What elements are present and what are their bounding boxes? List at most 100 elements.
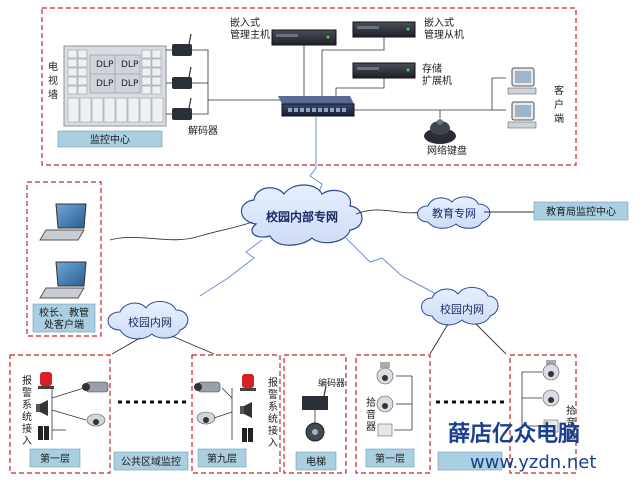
to-left-lan-lightning	[199, 239, 263, 297]
campus-private-label: 校园内部专网	[266, 209, 338, 224]
switch-port	[288, 108, 292, 112]
video-wall-label-char: 电	[48, 60, 58, 73]
client-label-char: 端	[554, 112, 564, 125]
alarm-left-line: 统	[22, 410, 32, 423]
switch-port	[324, 108, 328, 112]
campus-private-cloud	[240, 184, 363, 246]
elevator-label: 电梯	[306, 455, 326, 468]
wall-cell	[77, 85, 88, 95]
pickup-right-label: 拾音器	[566, 404, 576, 441]
wall-cell	[141, 76, 152, 86]
wall-cell	[141, 67, 152, 77]
wall-cell	[67, 76, 78, 86]
alarm-right-line: 入	[268, 438, 278, 449]
slave-label-line: 管理从机	[424, 28, 464, 41]
network-keyboard	[424, 119, 456, 144]
wall-cell	[141, 58, 152, 68]
switch-port	[342, 108, 346, 112]
floor1-wire-dome	[51, 409, 87, 421]
wall-cell	[151, 58, 162, 68]
pickup-left-line: 拾	[366, 396, 376, 409]
storage-label: 存储扩展机	[422, 62, 452, 87]
alarm-right-line: 警	[268, 388, 278, 401]
video-wall-label-char: 视	[48, 74, 58, 87]
principal-label-line: 校长、教管	[39, 306, 89, 319]
switch-port	[312, 108, 316, 112]
client-pc-1	[507, 67, 537, 95]
embedded-slave-label: 嵌入式管理从机	[424, 16, 464, 41]
client-label: 客户端	[554, 84, 564, 125]
wall-cell	[151, 85, 162, 95]
switch-port	[294, 108, 298, 112]
battery-1	[38, 426, 49, 440]
monitor-center-badge	[57, 130, 163, 148]
alarm-light-9	[240, 374, 256, 391]
alarm-left-line: 系	[22, 399, 32, 411]
decoder-2	[172, 66, 192, 89]
alarm-right-line: 接	[268, 424, 278, 437]
wall-cell	[151, 76, 162, 86]
floor1-wire-cam	[51, 387, 85, 399]
speed-dome-2	[376, 395, 394, 413]
to-right-lan-lightning	[345, 237, 441, 297]
wall-cell	[127, 97, 140, 123]
storage-label-line: 扩展机	[422, 74, 452, 87]
wall-cell	[67, 85, 78, 95]
watermark-brand: 薛店亿众电脑	[448, 421, 580, 447]
wall-cell	[67, 97, 80, 123]
alarm-right-line: 报	[268, 376, 278, 389]
pickup-right-line: 音	[566, 416, 576, 429]
alarm-left-line: 警	[22, 386, 32, 399]
floor9-wire-dome	[213, 411, 233, 419]
lan-left-to-floor1	[111, 337, 141, 355]
laptop-1	[39, 203, 87, 241]
floor9-frame	[191, 354, 281, 474]
wall-cell	[115, 97, 128, 123]
decoder-group	[172, 33, 192, 120]
uplink-lightning	[309, 116, 323, 201]
wall-cell	[151, 49, 162, 59]
encoder-device	[302, 385, 328, 410]
right-middle-badge	[437, 451, 503, 471]
lan-left-to-floor9	[171, 335, 215, 355]
alarm-left-line: 接	[22, 422, 32, 435]
education-net-label: 教育专网	[432, 206, 476, 220]
wall-cell	[67, 67, 78, 77]
campus-lan-right-cloud	[421, 287, 499, 326]
pickup-left-line: 音	[366, 408, 376, 421]
watermark-url: www.yzdn.net	[470, 452, 596, 473]
decoder-label: 解码器	[188, 124, 218, 137]
wall-cell	[67, 58, 78, 68]
wall-cell	[79, 97, 92, 123]
dlp-label-2: DLP	[121, 60, 139, 70]
switch-port	[330, 108, 334, 112]
floor1-badge	[29, 448, 81, 468]
bullet-camera-1	[82, 381, 109, 393]
floor1-label: 第一层	[40, 452, 70, 465]
principal-label-line: 处客户端	[44, 318, 84, 331]
dome-camera-9	[196, 411, 216, 425]
alarm-right-line: 统	[268, 412, 278, 425]
master-label-line: 管理主机	[230, 28, 270, 41]
monitor-center-title: 监控中心	[90, 133, 130, 146]
floor1-right-frame	[355, 354, 431, 474]
bullet-camera-9	[194, 381, 221, 393]
principal-wire	[109, 221, 253, 241]
embedded-master-label: 嵌入式管理主机	[230, 16, 270, 41]
floor9-wire-cam	[221, 387, 233, 399]
dlp-label-4: DLP	[121, 79, 139, 89]
decoder-3	[172, 97, 192, 120]
pickup-device-2	[543, 419, 559, 433]
decoder-bus	[192, 49, 209, 115]
storage-label-line: 存储	[422, 62, 442, 75]
wall-cell	[139, 97, 152, 123]
elevator-frame	[283, 354, 347, 474]
wall-cell	[91, 97, 104, 123]
client-label-char: 客	[554, 84, 564, 97]
pickup-right-line: 拾	[566, 404, 576, 417]
floor1-frame	[9, 354, 111, 474]
lan-right-to-floor1	[429, 323, 449, 355]
principal-badge	[32, 303, 96, 333]
slave-to-switch	[321, 37, 385, 96]
